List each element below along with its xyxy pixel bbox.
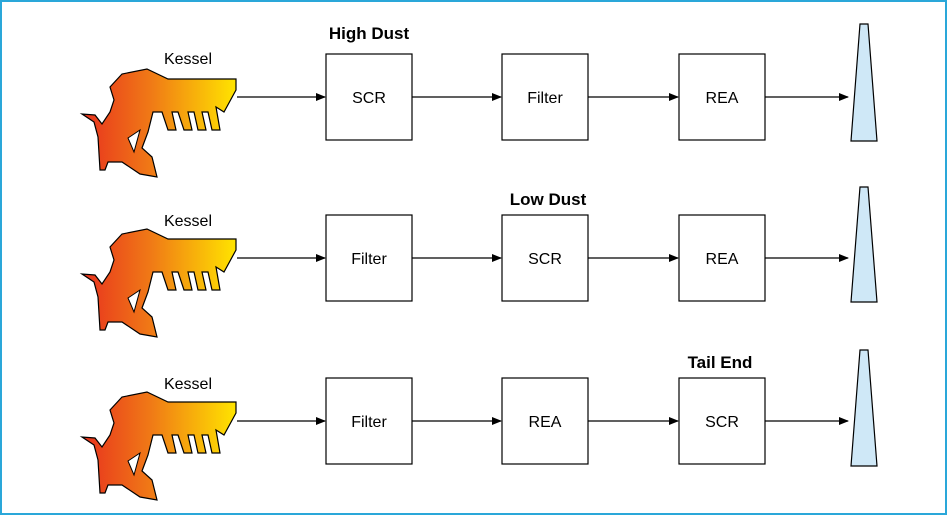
boiler-label: Kessel — [164, 51, 212, 68]
process-box-label: REA — [706, 251, 739, 268]
process-box — [325, 377, 413, 465]
row-low-dust: Low Dust Kessel Filter SCR REA — [79, 186, 878, 338]
boiler-label: Kessel — [164, 376, 212, 393]
boiler-icon — [79, 228, 237, 338]
row-title: Tail End — [688, 353, 753, 372]
process-box-label: Filter — [527, 90, 563, 107]
chimney-icon — [850, 23, 878, 142]
chimney-icon — [850, 349, 878, 467]
process-box-label: REA — [706, 90, 739, 107]
process-box — [325, 214, 413, 302]
process-box-label: SCR — [705, 414, 739, 431]
row-tail-end: Tail End Kessel Filter REA SCR — [79, 349, 878, 501]
process-box-label: REA — [529, 414, 562, 431]
process-box — [501, 377, 589, 465]
process-box-label: Filter — [351, 251, 387, 268]
boiler-icon — [79, 68, 237, 178]
boiler-icon — [79, 391, 237, 501]
chimney-icon — [850, 186, 878, 303]
process-box — [678, 377, 766, 465]
process-box — [678, 214, 766, 302]
process-box — [501, 53, 589, 141]
row-title: Low Dust — [510, 190, 587, 209]
process-box-label: Filter — [351, 414, 387, 431]
row-high-dust: High Dust Kessel SCR Filter REA — [79, 23, 878, 178]
process-box — [678, 53, 766, 141]
process-box — [501, 214, 589, 302]
process-box-label: SCR — [352, 90, 386, 107]
row-title: High Dust — [329, 24, 410, 43]
boiler-label: Kessel — [164, 213, 212, 230]
process-box-label: SCR — [528, 251, 562, 268]
